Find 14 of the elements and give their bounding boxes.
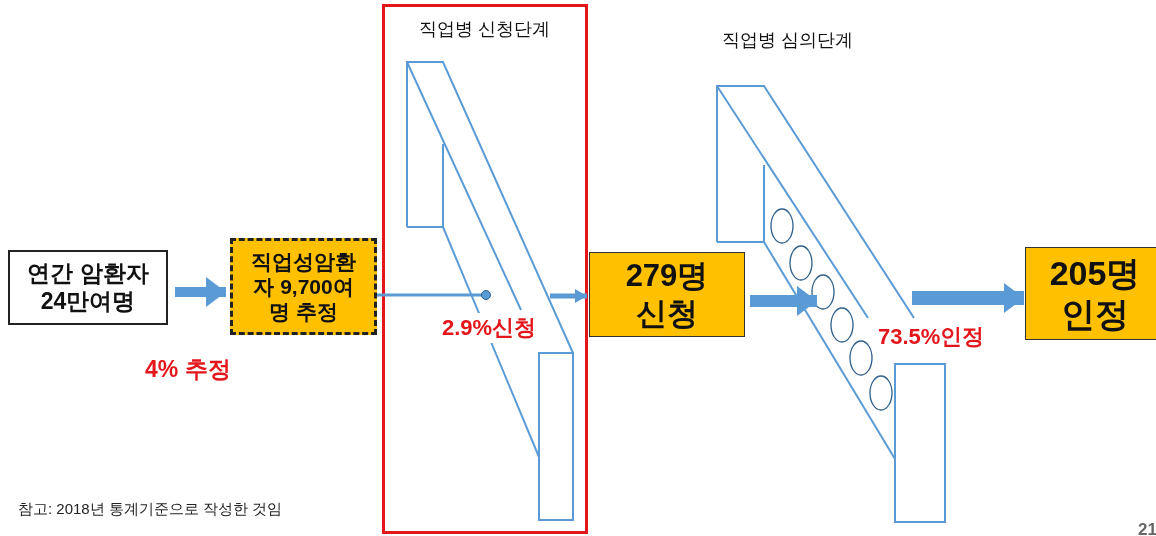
arrow <box>912 283 1024 313</box>
result-box: 205명 인정 <box>1025 247 1156 340</box>
page-number: 21 <box>1138 520 1156 536</box>
arrow <box>175 277 226 307</box>
percentage-label: 4% 추정 <box>145 355 231 384</box>
footnote: 참고: 2018년 통계기준으로 작성한 것임 <box>18 500 283 519</box>
stage-heading: 직업병 신청단계 <box>418 18 552 41</box>
connector-line <box>377 290 491 300</box>
stage-heading: 직업병 심의단계 <box>722 29 853 52</box>
stage-frame <box>382 4 588 534</box>
arrow <box>550 289 587 303</box>
result-box: 279명 신청 <box>589 252 745 337</box>
process-box: 연간 암환자 24만여명 <box>8 250 168 325</box>
estimate-box: 직업성암환자 9,700여명 추정 <box>230 238 377 335</box>
